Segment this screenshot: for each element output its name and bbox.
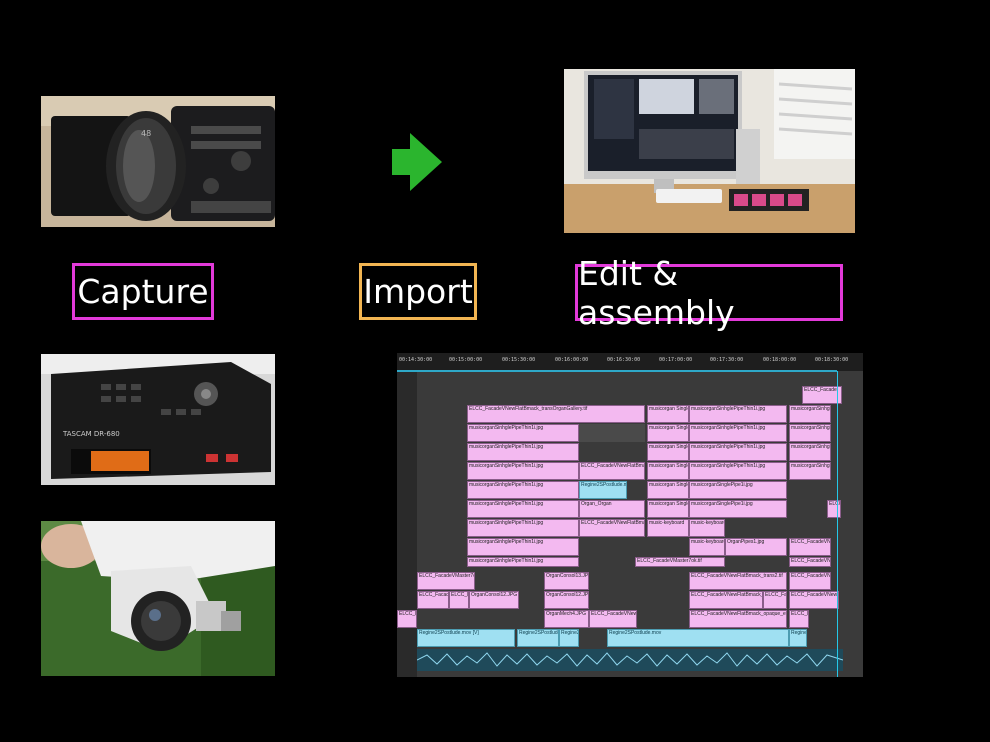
timeline-clip[interactable]: ELCC_FacadeVNewFlatBmack_opaque_ent	[689, 610, 787, 628]
audio-recorder-photo: TASCAM DR-680	[41, 354, 275, 485]
ruler-tick: 00:18:00:00	[763, 357, 797, 363]
timeline-clip[interactable]: ELCC_Facade	[827, 500, 841, 518]
ruler-tick: 00:18:30:00	[815, 357, 849, 363]
timeline-clip[interactable]: OrganConsol12.JPG	[544, 591, 589, 609]
svg-text:TASCAM DR-680: TASCAM DR-680	[62, 430, 120, 438]
timeline-clip[interactable]: musicorganSinglePipe1i.jpg	[689, 481, 787, 499]
timeline-clip[interactable]: musicorganSinhglePipeThin1i.jpg	[467, 538, 579, 556]
timeline-clip[interactable]: Regine2SPostlude.mov	[517, 629, 559, 647]
timeline-clip[interactable]: musicorganSinhglePipeThin1i.jpg	[689, 405, 787, 423]
timeline-clip[interactable]: ELCC_Facade	[802, 386, 842, 404]
timeline-clip[interactable]: ELCC_FacadeVNewFlatBmack	[789, 591, 839, 609]
timeline-clip[interactable]: musicorganSinhglePipeThin1i.jpg	[467, 462, 579, 480]
timeline-clip[interactable]: Regine2SPostlude.mov	[579, 481, 627, 499]
ruler-tick: 00:17:00:00	[659, 357, 693, 363]
timeline-clip[interactable]: ELCC_Facade	[397, 610, 417, 628]
timeline-clip[interactable]: musicorgan Single	[647, 405, 689, 423]
timeline-clip[interactable]: musicorgan Single	[647, 462, 689, 480]
import-label: Import	[359, 263, 477, 320]
empty-track	[579, 424, 645, 442]
track-header	[397, 371, 417, 677]
timeline-clip[interactable]: musicorgan Single	[647, 443, 689, 461]
playhead-bar	[397, 370, 837, 372]
timeline-clip[interactable]: OrganConsol13.JPG	[544, 572, 589, 590]
timeline-clip[interactable]: musicorgan Single	[647, 424, 689, 442]
ruler-tick: 00:17:30:00	[710, 357, 744, 363]
timeline-clip[interactable]: OrganPipes1.jpg	[725, 538, 787, 556]
timeline-clip[interactable]: musicorganSinglePipe1i.jpg	[689, 500, 787, 518]
timeline-clip[interactable]: musicorganSinhglePipeThin1i.jpg	[689, 424, 787, 442]
ruler-tick: 00:16:30:00	[607, 357, 641, 363]
timeline-clip[interactable]: musicorganSinhglePipeThin1i.jpg	[467, 557, 579, 567]
timeline-clip[interactable]: Regine2SPostlude.mov	[559, 629, 579, 647]
timeline-clip[interactable]: Regine2SPostlude.mov [V]	[417, 629, 515, 647]
timeline-clip[interactable]: musicorganSinhglePipeThin1i.jpg	[789, 462, 831, 480]
ruler-tick: 00:15:30:00	[502, 357, 536, 363]
timeline-clip[interactable]: Regine2SPostlude.mov	[607, 629, 789, 647]
timeline-clip[interactable]: ELCC_Facade	[417, 591, 449, 609]
timeline-clip[interactable]: musicorganSinhglePipeThin1i.jpg	[789, 443, 831, 461]
timeline-screenshot: 00:14:30:00 00:15:00:00 00:15:30:00 00:1…	[397, 353, 863, 677]
timeline-clip[interactable]: Regine2SPostlude.mov	[789, 629, 807, 647]
drone-camera-photo	[41, 521, 275, 676]
timeline-clip[interactable]: Organ_Organ	[579, 500, 645, 518]
timeline-clip[interactable]: musicorgan Single	[647, 481, 689, 499]
import-text: Import	[363, 272, 473, 311]
timeline-clip[interactable]: ELCC_FacadeVNewFlatBmack	[579, 462, 645, 480]
timeline-clip[interactable]: ELCC_FacadeVNewFlatBmack_opaque_ent	[689, 591, 763, 609]
timeline-clip[interactable]: ELCC_Facade	[449, 591, 469, 609]
ruler-tick: 00:16:00:00	[555, 357, 589, 363]
timeline-clip[interactable]: musicorganSinhglePipeThin1i.jpg	[467, 424, 579, 442]
timeline-clip[interactable]: musicorganSinhglePipeThin1i.jpg	[789, 405, 831, 423]
ruler-tick: 00:14:30:00	[399, 357, 433, 363]
ruler-tick: 00:15:00:00	[449, 357, 483, 363]
timeline-clip[interactable]: ELCC_Facade	[789, 610, 809, 628]
playhead[interactable]	[837, 371, 838, 677]
timeline-clip[interactable]: OrganMech4.JPG	[544, 610, 589, 628]
timeline-clip[interactable]: ELCC_FacadeVMaster7ok.tif	[635, 557, 725, 567]
edit-suite-photo	[564, 69, 855, 233]
timeline-clip[interactable]: ELCC_FacadeVNewFlatBmack_trans2.tif	[689, 572, 787, 590]
timeline-clip[interactable]: ELCC_Facade	[763, 591, 787, 609]
timeline-clip[interactable]: music-keyboard	[647, 519, 689, 537]
camcorder-photo: 48	[41, 96, 275, 227]
timeline-clip[interactable]: musicorganSinhglePipeThin1i.jpg	[467, 500, 579, 518]
edit-assembly-text: Edit & assembly	[578, 253, 735, 332]
edit-assembly-label: Edit & assembly	[575, 254, 843, 332]
timeline-clip[interactable]: ELCC_FacadeVNewFlatBmack	[789, 538, 831, 556]
timeline-clip[interactable]: musicorganSinhglePipeThin1i.jpg	[467, 519, 579, 537]
timeline-clip[interactable]: musicorganSinhglePipeThin1i.jpg	[689, 462, 787, 480]
timeline-clip[interactable]: ELCC_FacadeVNewFlatBmack	[789, 572, 831, 590]
timeline-clip[interactable]: music-keyboard	[689, 519, 725, 537]
svg-text:48: 48	[141, 129, 151, 138]
timeline-clip[interactable]: musicorganSinhglePipeThin1i.jpg	[689, 443, 787, 461]
timeline-clip[interactable]: musicorganSinhglePipeThin1i.jpg	[789, 424, 831, 442]
timeline-clip[interactable]: OrganConsol12.JPG	[469, 591, 519, 609]
capture-label: Capture	[72, 263, 214, 320]
timeline-clip[interactable]: musicorganSinhglePipeThin1i.jpg	[467, 481, 579, 499]
timeline-clip[interactable]: musicorgan Single	[647, 500, 689, 518]
timeline-clip[interactable]: music-keyboard	[689, 538, 725, 556]
timeline-clip[interactable]: ELCC_FacadeVNewFlatBmack	[579, 519, 645, 537]
timeline-clip[interactable]: ELCC_FacadeVMaster7ok	[417, 572, 475, 590]
timeline-clip[interactable]: musicorganSinhglePipeThin1i.jpg	[467, 443, 579, 461]
timeline-clip[interactable]: ELCC_FacadeVNewFlatBmack	[789, 557, 831, 567]
audio-waveform	[417, 649, 843, 671]
timeline-ruler: 00:14:30:00 00:15:00:00 00:15:30:00 00:1…	[397, 353, 863, 371]
capture-text: Capture	[77, 272, 209, 311]
timeline-clip[interactable]: ELCC_FacadeVNewFlatBmack_transOrganGalle…	[467, 405, 645, 423]
arrow-right-icon	[392, 133, 442, 191]
timeline-clip[interactable]: ELCC_FacadeVNewFlatBmack	[589, 610, 637, 628]
